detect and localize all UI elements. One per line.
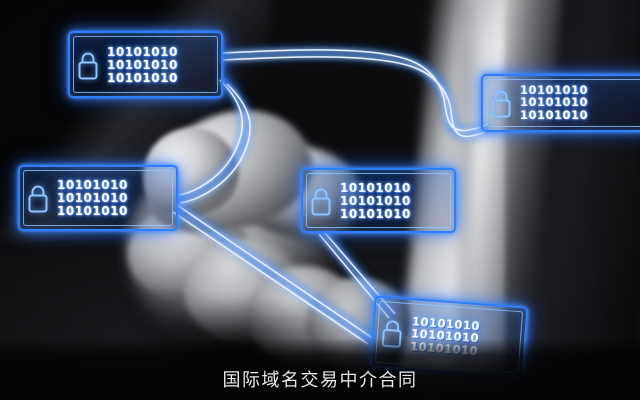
binary-line: 10101010 — [57, 191, 128, 205]
binary-line: 10101010 — [57, 204, 128, 218]
padlock-icon — [75, 48, 101, 82]
binary-text-group: 10101010 10101010 10101010 — [520, 82, 590, 122]
binary-line: 10101010 — [340, 206, 411, 221]
lock-node-center[interactable]: 10101010 10101010 10101010 — [301, 168, 456, 233]
binary-line: 10101010 — [520, 82, 589, 97]
binary-line: 10101010 — [520, 95, 589, 110]
binary-line: 10101010 — [340, 193, 411, 208]
padlock-icon — [25, 181, 51, 215]
binary-line: 10101010 — [107, 44, 178, 59]
binary-line: 10101010 — [107, 57, 178, 72]
binary-line: 10101010 — [340, 180, 411, 195]
binary-line: 10101010 — [57, 178, 128, 192]
suit-lapel — [505, 0, 640, 400]
caption-text: 国际域名交易中介合同 — [222, 370, 418, 391]
binary-line: 10101010 — [107, 70, 178, 85]
caption-band — [0, 338, 640, 400]
binary-text-group: 10101010 10101010 10101010 — [57, 179, 130, 217]
binary-line: 10101010 — [520, 107, 589, 122]
padlock-icon — [308, 184, 334, 218]
padlock-icon — [488, 86, 514, 120]
binary-text-group: 10101010 10101010 10101010 — [340, 182, 413, 220]
lock-node-top-left[interactable]: 10101010 10101010 10101010 — [68, 31, 223, 98]
lock-node-left[interactable]: 10101010 10101010 10101010 — [18, 165, 178, 231]
binary-text-group: 10101010 10101010 10101010 — [107, 46, 180, 84]
lock-node-right[interactable]: 10101010 10101010 10101010 — [481, 74, 640, 132]
